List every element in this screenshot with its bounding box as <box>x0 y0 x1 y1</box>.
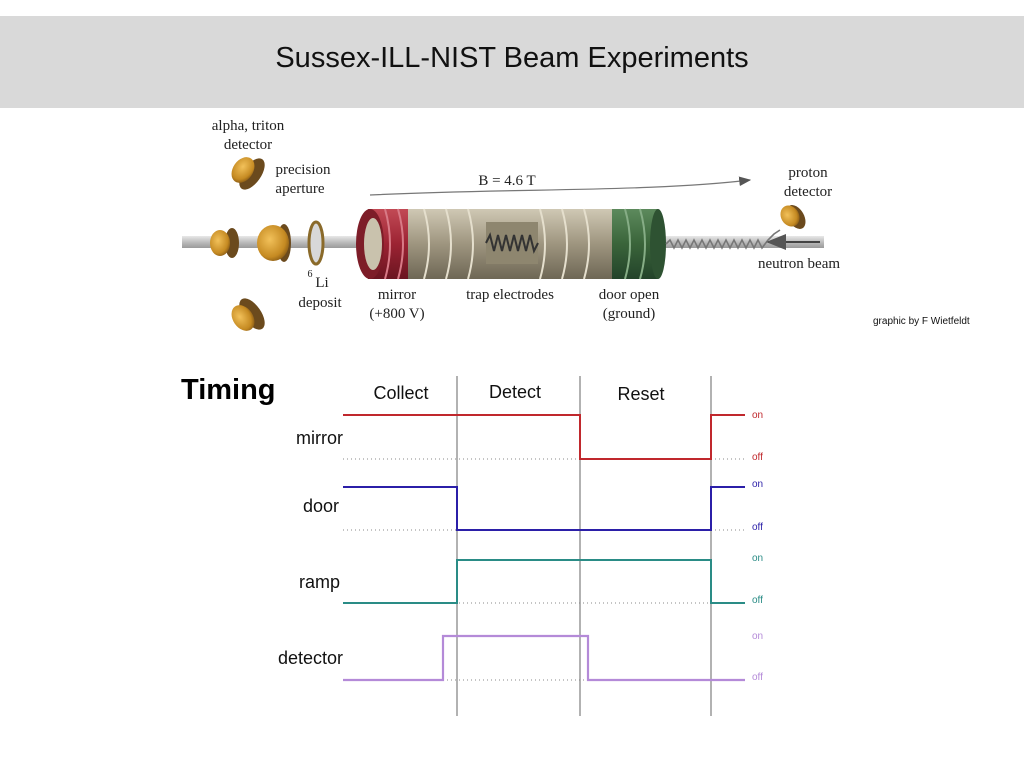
alpha-triton-detector-bottom <box>231 298 265 331</box>
label-li: Li <box>315 275 328 291</box>
mirror-off-label: off <box>752 452 763 463</box>
graphic-credit: graphic by F Wietfeldt <box>873 316 970 327</box>
signal-label-ramp: ramp <box>299 572 340 592</box>
ramp-on-label: on <box>752 553 763 564</box>
proton-guide-spring <box>665 229 781 250</box>
label-mirror-voltage: (+800 V) <box>369 306 424 322</box>
ramp-trace <box>343 559 745 604</box>
timing-heading: Timing <box>181 374 276 406</box>
signal-label-mirror: mirror <box>296 428 343 448</box>
signal-label-detector: detector <box>278 648 343 668</box>
label-aperture: aperture <box>275 181 324 197</box>
alpha-triton-detector-top <box>231 157 265 190</box>
phase-reset: Reset <box>617 384 664 404</box>
alpha-triton-detector-left <box>210 228 239 258</box>
proton-detector <box>780 205 806 229</box>
detector-on-label: on <box>752 631 763 642</box>
title-bar: Sussex-ILL-NIST Beam Experiments <box>0 16 1024 108</box>
precision-aperture <box>257 224 291 262</box>
phase-detect: Detect <box>489 382 541 402</box>
label-proton-detector: detector <box>784 184 832 200</box>
label-deposit: deposit <box>298 295 342 311</box>
penning-trap-tube <box>356 208 666 280</box>
label-door-open: door open <box>599 287 660 303</box>
ramp-off-label: off <box>752 595 763 606</box>
label-field: B = 4.6 T <box>478 173 535 189</box>
label-proton: proton <box>788 165 828 181</box>
door-trace <box>343 486 745 531</box>
detector-off-label: off <box>752 672 763 683</box>
li-deposit-foil <box>307 220 325 266</box>
label-alpha-triton-2: detector <box>224 137 272 153</box>
door-on-label: on <box>752 479 763 490</box>
detector-trace <box>343 634 745 682</box>
door-electrode <box>650 209 666 279</box>
timing-diagram: Collect Detect Reset mirror door ramp de… <box>278 376 763 716</box>
mirror-on-label: on <box>752 410 763 421</box>
label-mirror: mirror <box>378 287 416 303</box>
slide-title: Sussex-ILL-NIST Beam Experiments <box>275 42 749 74</box>
signal-label-door: door <box>303 496 339 516</box>
phase-collect: Collect <box>373 383 428 403</box>
label-trap-electrodes: trap electrodes <box>466 287 554 303</box>
door-off-label: off <box>752 522 763 533</box>
apparatus-diagram: alpha, triton detector precision apertur… <box>182 118 840 331</box>
label-li-superscript: 6 <box>308 269 313 280</box>
label-neutron-beam: neutron beam <box>758 256 840 272</box>
mirror-trace <box>343 414 745 460</box>
label-precision: precision <box>276 162 331 178</box>
field-arrow <box>369 176 752 196</box>
label-door-ground: (ground) <box>603 306 656 322</box>
label-alpha-triton: alpha, triton <box>212 118 285 134</box>
